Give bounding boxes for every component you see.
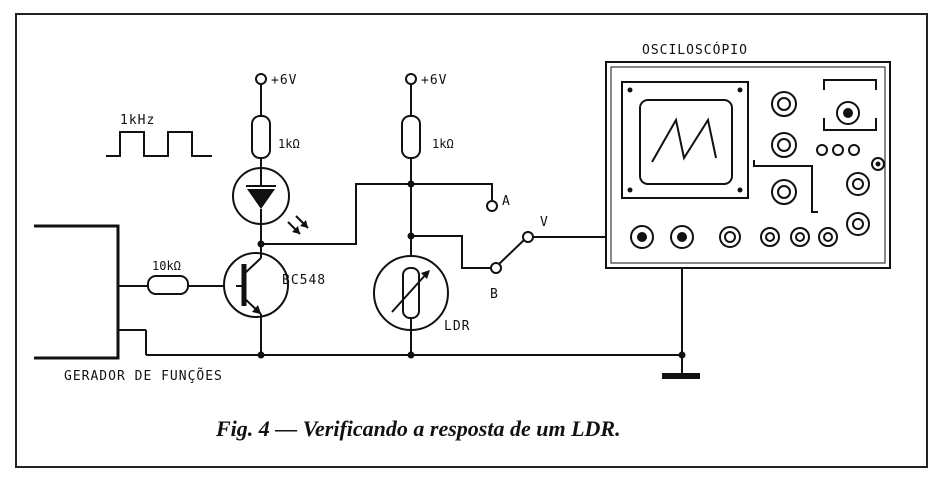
generator-label: GERADOR DE FUNÇÕES xyxy=(64,368,223,384)
function-generator xyxy=(34,224,148,360)
resistor-right-label: 1kΩ xyxy=(432,137,454,151)
ldr-symbol xyxy=(373,255,449,355)
ldr-resistor xyxy=(401,115,421,256)
resistor-left-label: 1kΩ xyxy=(278,137,300,151)
figure-caption: Fig. 4 — Verificando a resposta de um LD… xyxy=(215,416,621,441)
supply-right-label: +6V xyxy=(421,73,447,88)
base-resistor xyxy=(147,275,236,295)
frequency-label: 1kHz xyxy=(120,113,155,128)
node-b-terminal xyxy=(490,262,502,274)
oscilloscope-label: OSCILOSCÓPIO xyxy=(642,42,748,58)
supply-left-label: +6V xyxy=(271,73,297,88)
collector-wire xyxy=(257,183,498,248)
transistor-label: BC548 xyxy=(282,273,326,288)
transistor-bc548 xyxy=(223,246,289,355)
ldr-node-wire xyxy=(411,235,490,269)
led-symbol xyxy=(232,167,309,246)
supply-terminal-left xyxy=(255,73,267,116)
oscilloscope xyxy=(605,61,891,269)
supply-terminal-right xyxy=(405,73,417,116)
node-a-label: A xyxy=(502,194,511,209)
figure-frame xyxy=(15,13,928,468)
node-b-label: B xyxy=(490,287,499,302)
node-v-label: V xyxy=(540,215,549,230)
base-resistor-label: 10kΩ xyxy=(152,259,181,273)
collector-resistor xyxy=(251,115,271,168)
square-wave-icon xyxy=(106,131,212,157)
sawtooth-trace xyxy=(651,117,717,163)
ldr-label: LDR xyxy=(444,319,470,334)
